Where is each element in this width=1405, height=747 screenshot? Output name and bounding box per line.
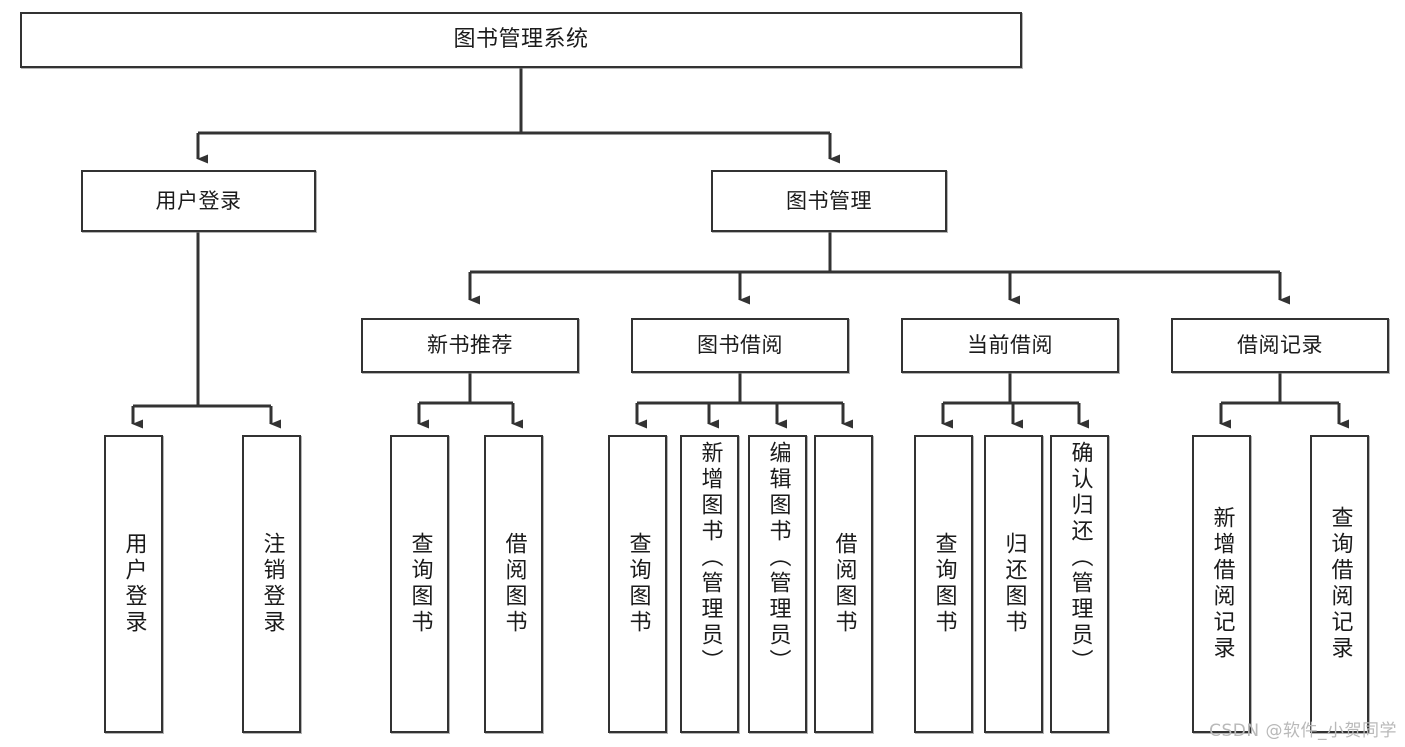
leaf-current-return-book[interactable]: 归还图书 (984, 435, 1043, 733)
node-borrowing-records[interactable]: 借阅记录 (1171, 318, 1389, 373)
node-label: 借阅记录 (1237, 333, 1323, 358)
node-book-management[interactable]: 图书管理 (711, 170, 947, 232)
leaf-borrow-borrow-book[interactable]: 借阅图书 (814, 435, 873, 733)
node-label: 图书管理 (786, 188, 872, 213)
node-label: 查询借阅记录 (1327, 506, 1353, 662)
leaf-recommend-query-book[interactable]: 查询图书 (390, 435, 449, 733)
node-label: 新增借阅记录 (1209, 506, 1235, 662)
node-label: 当前借阅 (967, 333, 1053, 358)
leaf-borrow-edit-book-admin[interactable]: 编辑图书（管理员） (748, 435, 807, 733)
leaf-borrow-add-book-admin[interactable]: 新增图书（管理员） (680, 435, 739, 733)
node-label: 查询图书 (625, 532, 651, 636)
node-root-book-management-system[interactable]: 图书管理系统 (20, 12, 1022, 68)
node-label: 查询图书 (931, 532, 957, 636)
node-label: 新书推荐 (427, 333, 513, 358)
leaf-current-query-book[interactable]: 查询图书 (914, 435, 973, 733)
node-label: 用户登录 (155, 188, 242, 213)
node-label: 新增图书（管理员） (697, 441, 723, 675)
node-label: 图书借阅 (697, 333, 783, 358)
leaf-record-query-record[interactable]: 查询借阅记录 (1310, 435, 1369, 733)
node-label: 查询图书 (407, 532, 433, 636)
node-label: 用户登录 (121, 532, 147, 636)
node-label: 编辑图书（管理员） (765, 441, 791, 675)
watermark-csdn: CSDN @软件_小贺同学 (1209, 721, 1397, 741)
node-book-borrowing[interactable]: 图书借阅 (631, 318, 849, 373)
leaf-record-add-record[interactable]: 新增借阅记录 (1192, 435, 1251, 733)
leaf-user-login[interactable]: 用户登录 (104, 435, 163, 733)
leaf-recommend-borrow-book[interactable]: 借阅图书 (484, 435, 543, 733)
leaf-borrow-query-book[interactable]: 查询图书 (608, 435, 667, 733)
node-new-book-recommendation[interactable]: 新书推荐 (361, 318, 579, 373)
leaf-current-confirm-return-admin[interactable]: 确认归还（管理员） (1050, 435, 1109, 733)
node-label: 归还图书 (1001, 532, 1027, 636)
node-label: 注销登录 (259, 532, 285, 636)
node-user-login[interactable]: 用户登录 (81, 170, 316, 232)
node-label: 借阅图书 (501, 532, 527, 636)
node-label: 图书管理系统 (453, 26, 589, 52)
node-label: 借阅图书 (831, 532, 857, 636)
node-label: 确认归还（管理员） (1067, 441, 1093, 675)
leaf-user-logout[interactable]: 注销登录 (242, 435, 301, 733)
node-current-borrowing[interactable]: 当前借阅 (901, 318, 1119, 373)
